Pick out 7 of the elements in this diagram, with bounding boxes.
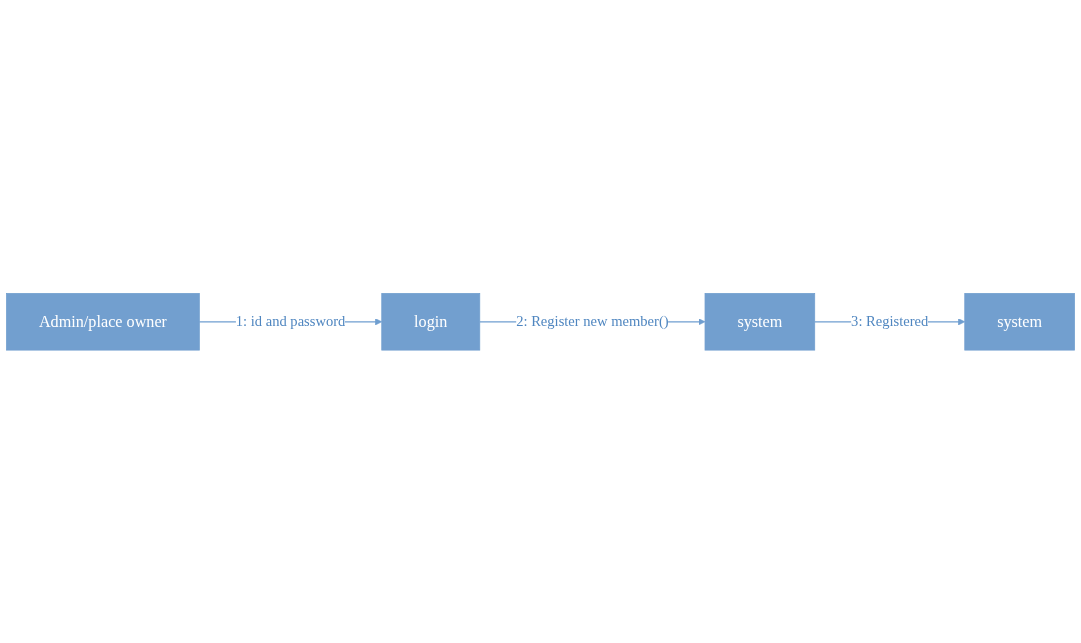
node-box: system: [704, 292, 816, 351]
node-box: login: [381, 292, 481, 351]
node-box: system: [964, 292, 1075, 351]
edge-label: 3: Registered: [851, 313, 929, 330]
edge-label: 2: Register new member(): [516, 313, 669, 330]
edge-label: 1: id and password: [235, 313, 346, 330]
node-box: Admin/place owner: [6, 292, 200, 351]
